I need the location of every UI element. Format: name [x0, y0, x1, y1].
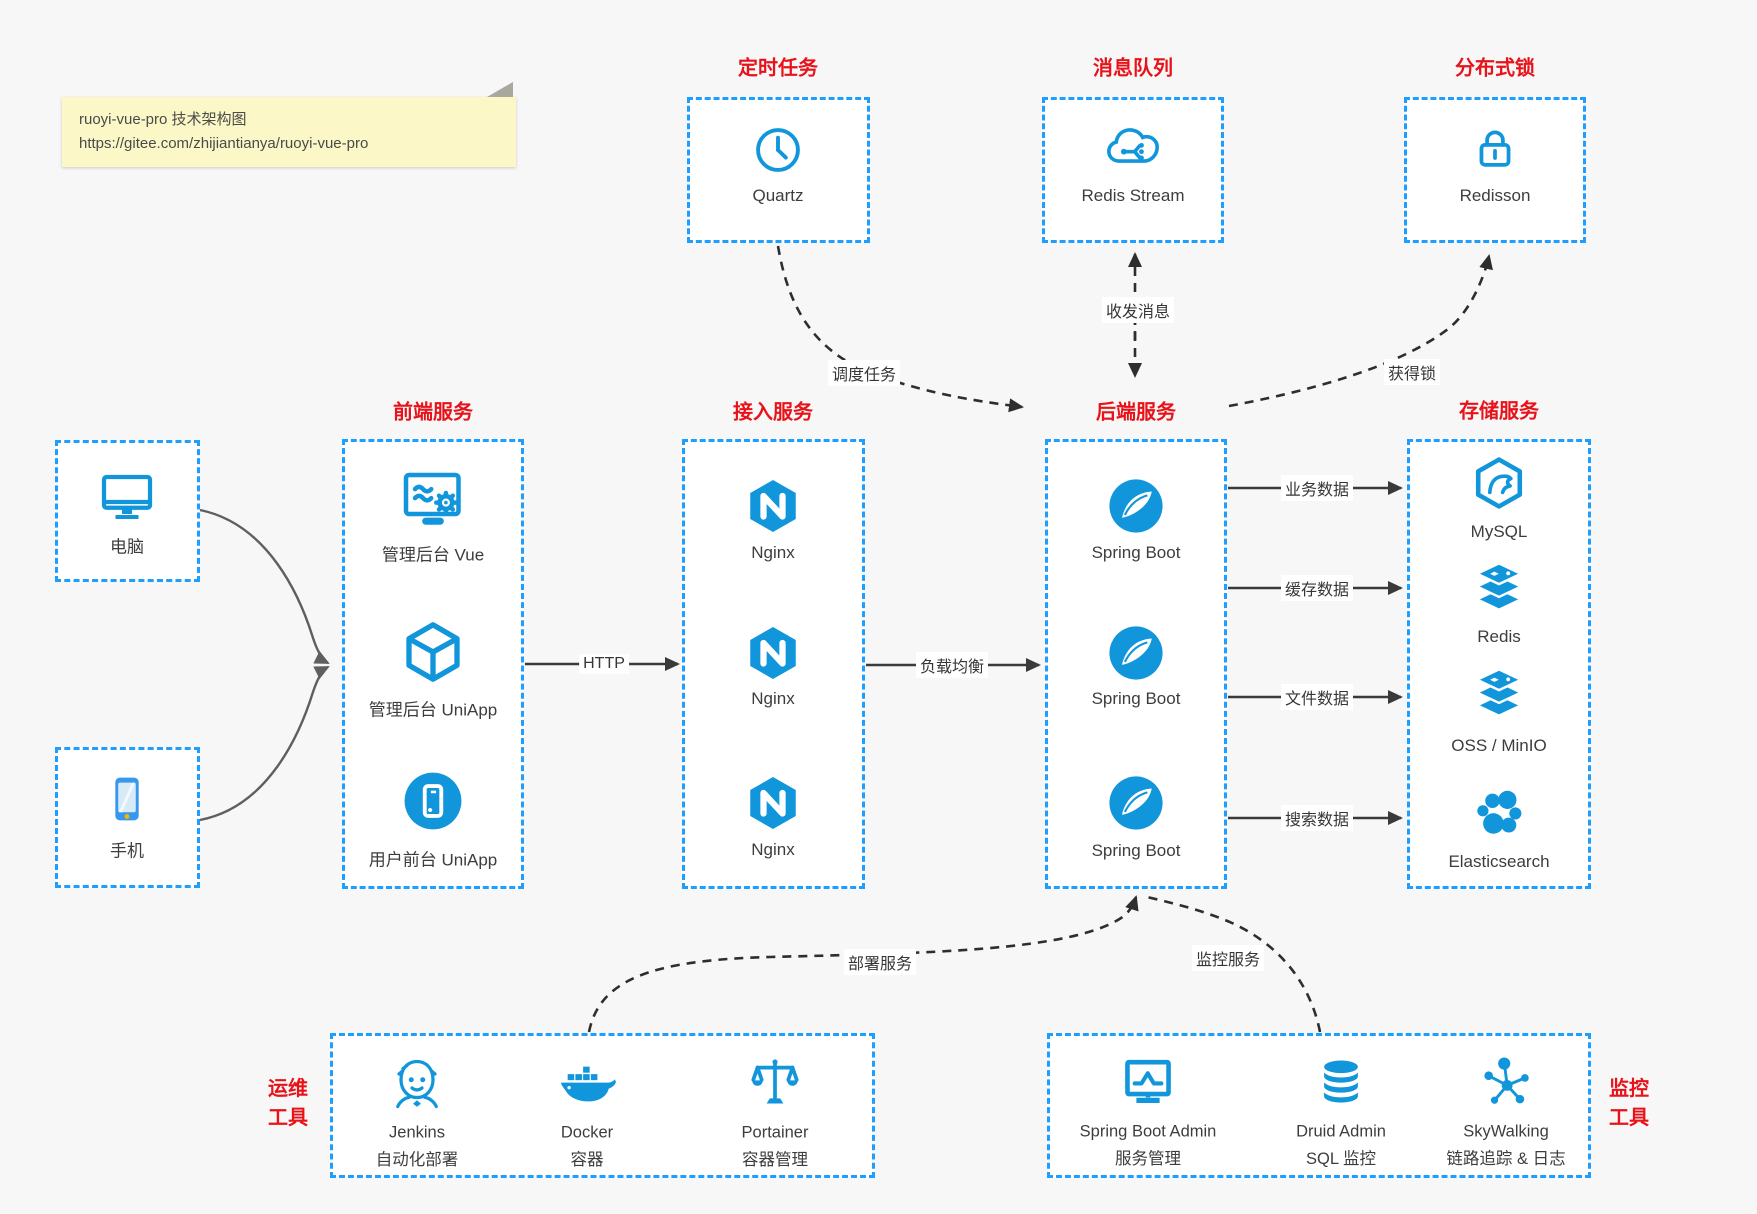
frontend-item-label: 用户前台 UniApp [368, 850, 498, 870]
group-title-scheduler: 定时任务 [738, 57, 818, 80]
ops-item-desc: 容器管理 [742, 1151, 808, 1169]
note-title: ruoyi-vue-pro 技术架构图 [79, 111, 247, 128]
ops-box [330, 1033, 875, 1178]
monitoring-item-desc: SQL 监控 [1306, 1150, 1376, 1168]
gateway-item-label: Nginx [751, 840, 795, 859]
spring-boot-icon [1108, 478, 1164, 534]
skywalking-icon [1482, 1056, 1531, 1106]
dlock-box [1404, 97, 1586, 243]
nginx-icon [743, 476, 803, 536]
cloud-stream-icon [1107, 128, 1159, 163]
monitoring-item-name: Spring Boot Admin [1079, 1122, 1217, 1141]
ops-item-name: Docker [560, 1123, 614, 1142]
oss-minio-icon [1475, 668, 1523, 717]
backend-item-label: Spring Boot [1091, 841, 1181, 860]
edge-label-http: HTTP [579, 654, 629, 674]
nginx-icon [743, 773, 803, 833]
group-title-backend: 后端服务 [1096, 401, 1176, 424]
group-title-storage: 存储服务 [1459, 400, 1539, 423]
monitoring-title-line2: 工具 [1609, 1107, 1649, 1129]
monitoring-title-line1: 监控 [1609, 1078, 1649, 1100]
sticky-note: ruoyi-vue-pro 技术架构图 https://gitee.com/zh… [62, 82, 516, 167]
storage-item-label: Elasticsearch [1448, 852, 1550, 871]
clock-icon [756, 128, 800, 172]
redis-icon [1475, 562, 1523, 611]
ops-item-name: Portainer [741, 1123, 809, 1142]
edge-label-load-balance: 负载均衡 [915, 652, 989, 678]
spring-boot-icon [1108, 775, 1164, 831]
desktop-icon [97, 466, 157, 526]
edge-label-message: 收发消息 [1101, 297, 1175, 323]
backend-item-label: Spring Boot [1091, 543, 1181, 562]
queue-item-label: Redis Stream [1081, 186, 1185, 205]
user-uniapp-icon [402, 770, 464, 832]
edge-label-monitor: 监控服务 [1191, 945, 1265, 971]
frontend-item-label: 管理后台 UniApp [368, 700, 498, 720]
backend-item-label: Spring Boot [1091, 689, 1181, 708]
edge-label-cache-data: 缓存数据 [1280, 575, 1354, 601]
group-title-queue: 消息队列 [1093, 57, 1173, 80]
frontend-item-label: 管理后台 Vue [381, 545, 485, 565]
portainer-icon [750, 1057, 800, 1106]
group-title-frontend: 前端服务 [393, 401, 473, 424]
phone-icon [115, 777, 139, 821]
spring-boot-icon [1108, 625, 1164, 681]
queue-box [1042, 97, 1224, 243]
dlock-item-label: Redisson [1459, 186, 1531, 205]
elasticsearch-icon [1477, 790, 1522, 834]
jenkins-icon [396, 1059, 438, 1109]
group-title-ops: 运维 工具 [268, 1075, 308, 1133]
edge-pc-to-frontend [199, 508, 330, 665]
storage-item-label: Redis [1477, 627, 1521, 646]
ops-item-desc: 自动化部署 [375, 1151, 459, 1169]
note-folded-corner [487, 82, 513, 97]
storage-item-label: OSS / MinIO [1451, 736, 1547, 755]
spring-boot-admin-icon [1119, 1053, 1177, 1111]
group-title-monitoring: 监控 工具 [1609, 1075, 1649, 1133]
edge-label-file-data: 文件数据 [1280, 684, 1354, 710]
gateway-item-label: Nginx [751, 543, 795, 562]
pc-client-label: 电脑 [110, 537, 144, 557]
gateway-item-label: Nginx [751, 689, 795, 708]
admin-vue-icon [397, 463, 469, 535]
note-url: https://gitee.com/zhijiantianya/ruoyi-vu… [79, 135, 369, 152]
monitoring-item-desc: 链路追踪 & 日志 [1446, 1150, 1566, 1168]
ops-item-name: Jenkins [389, 1123, 445, 1142]
group-title-dlock: 分布式锁 [1455, 57, 1535, 80]
edge-label-deploy: 部署服务 [843, 949, 917, 975]
edge-label-search-data: 搜索数据 [1280, 805, 1354, 831]
group-title-gateway: 接入服务 [733, 401, 813, 424]
ops-title-line1: 运维 [268, 1078, 308, 1100]
edge-label-get-lock: 获得锁 [1383, 359, 1441, 385]
monitoring-item-name: Druid Admin [1296, 1122, 1386, 1141]
mysql-icon [1470, 454, 1528, 512]
admin-uniapp-icon [401, 620, 465, 684]
phone-client-label: 手机 [110, 841, 144, 861]
edge-label-schedule: 调度任务 [827, 360, 901, 386]
nginx-icon [743, 623, 803, 683]
monitoring-box [1047, 1033, 1591, 1178]
ops-item-desc: 容器 [570, 1151, 604, 1169]
druid-icon [1324, 1060, 1358, 1103]
scheduler-item-label: Quartz [752, 186, 804, 205]
edge-phone-to-frontend [199, 665, 330, 822]
lock-icon [1479, 130, 1511, 167]
docker-icon [560, 1066, 616, 1102]
edge-label-biz-data: 业务数据 [1280, 475, 1354, 501]
ops-title-line2: 工具 [268, 1107, 308, 1129]
monitoring-item-name: SkyWalking [1463, 1122, 1549, 1141]
monitoring-item-desc: 服务管理 [1115, 1150, 1181, 1168]
storage-item-label: MySQL [1470, 522, 1528, 541]
storage-box [1407, 439, 1591, 889]
edge-get-lock [1228, 254, 1493, 408]
